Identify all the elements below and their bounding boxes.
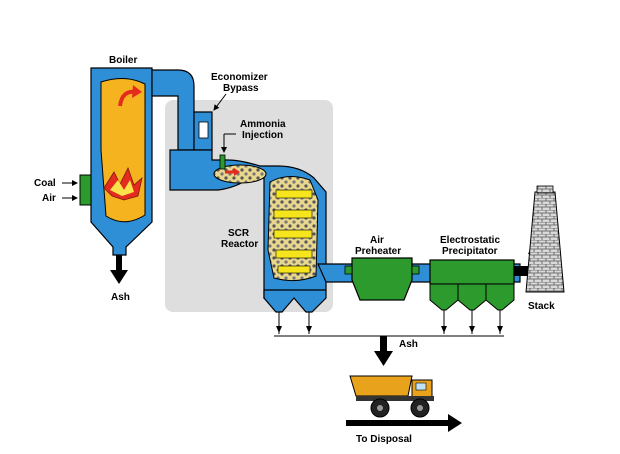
- ash-drop-arrows: [276, 326, 503, 333]
- boiler-ash-arrow-icon: [110, 270, 128, 284]
- dump-truck-icon: [349, 375, 434, 418]
- furnace-flame-inner: [110, 180, 134, 196]
- boiler-ash-arrow-stem: [116, 255, 122, 271]
- economizer-duct: [151, 69, 195, 151]
- label-esp-2: Precipitator: [442, 246, 498, 257]
- label-boiler: Boiler: [109, 55, 137, 66]
- burner: [79, 174, 92, 206]
- label-bypass: Bypass: [223, 83, 259, 94]
- air-preheater: [351, 257, 413, 301]
- esp-hopper-3: [485, 283, 515, 311]
- label-ash-boiler: Ash: [111, 292, 130, 303]
- label-reactor: Reactor: [221, 239, 258, 250]
- label-economizer: Economizer: [211, 72, 268, 83]
- ammonia-injector: [219, 154, 226, 170]
- ash-collection-lines: [274, 310, 504, 337]
- disposal-arrow-icon: [448, 414, 462, 432]
- bypass-damper: [198, 121, 209, 139]
- label-scr: SCR: [228, 228, 250, 239]
- catalyst-layer-3: [273, 229, 313, 239]
- label-to-disposal: To Disposal: [356, 434, 412, 445]
- label-ash-collector: Ash: [399, 339, 418, 350]
- label-ammonia: Ammonia: [240, 119, 286, 130]
- catalyst-layer-1: [275, 189, 313, 199]
- scr-hoppers: [263, 289, 327, 313]
- label-air-preheater-1: Air: [370, 235, 384, 246]
- catalyst-layer-2: [273, 209, 313, 219]
- label-esp-1: Electrostatic: [440, 235, 500, 246]
- electrostatic-precipitator: [429, 259, 515, 285]
- esp-hopper-1: [429, 283, 459, 311]
- label-injection: Injection: [242, 130, 283, 141]
- flow-arrow-head-icon: [132, 85, 142, 98]
- brick-stack-icon: [525, 191, 565, 293]
- label-coal: Coal: [34, 178, 56, 189]
- label-stack: Stack: [528, 301, 555, 312]
- ammonia-injection-grid: [213, 164, 267, 184]
- ash-to-truck-arrow-icon: [374, 351, 393, 366]
- label-air: Air: [42, 193, 56, 204]
- label-air-preheater-2: Preheater: [355, 246, 401, 257]
- catalyst-layer-4: [275, 249, 313, 259]
- disposal-arrow-shaft: [346, 420, 450, 426]
- catalyst-layer-5: [277, 265, 311, 274]
- ash-to-truck-arrow-stem: [380, 336, 387, 352]
- esp-hopper-2: [457, 283, 487, 311]
- stack-inlet-duct: [514, 266, 536, 276]
- bypass-leader-arrow-icon: [213, 93, 227, 111]
